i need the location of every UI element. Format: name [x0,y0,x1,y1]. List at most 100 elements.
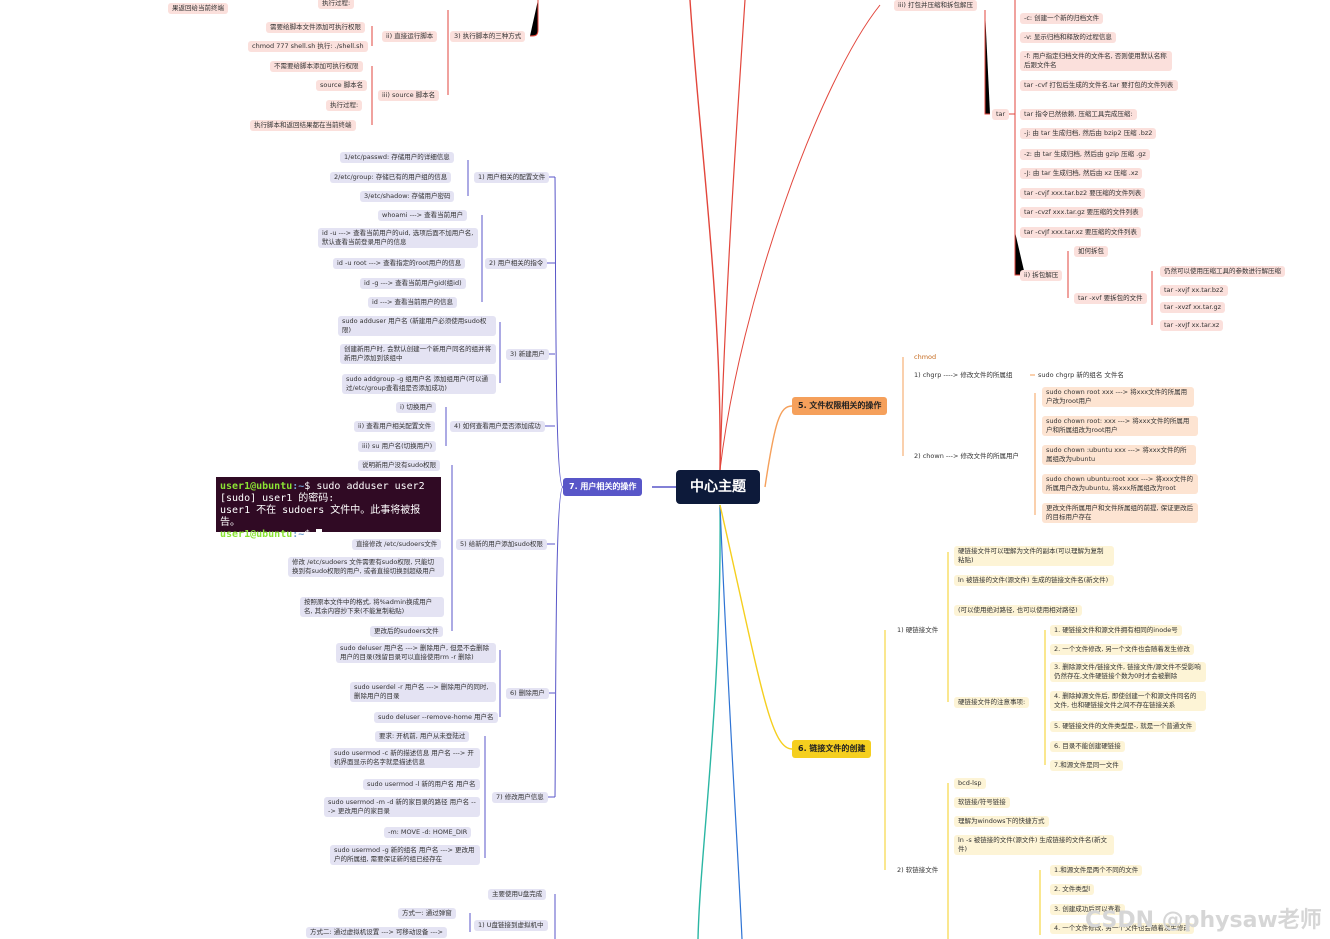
mindmap-node[interactable]: -c: 创建一个新的归档文件 [1020,13,1104,24]
mindmap-node[interactable]: 1) chgrp ----> 修改文件的所属组 [914,371,1013,379]
mindmap-node[interactable]: 方式一: 通过弹窗 [398,908,456,919]
mindmap-node[interactable]: 2) 用户相关的指令 [485,258,548,269]
mindmap-node[interactable]: 5) 给新的用户添加sudo权限 [456,539,547,550]
mindmap-node[interactable]: iii) su 用户名(切换用户) [358,441,437,452]
mindmap-node[interactable]: 直接修改 /etc/sudoers文件 [352,539,442,550]
mindmap-node[interactable]: id -u ---> 查看当前用户的uid, 选项后面不加用户名, 默认查看当前… [318,228,478,248]
mindmap-node[interactable]: 5. 硬链接文件的文件类型是-, 就是一个普通文件 [1050,721,1197,732]
mindmap-node[interactable]: tar -cvf 打包后生成的文件名.tar 要打包的文件列表 [1020,80,1178,91]
mindmap-node[interactable]: 修改 /etc/sudoers 文件需要有sudo权限, 只能切换到有sudo权… [288,557,444,577]
mindmap-node[interactable]: tar -xvzf xx.tar.gz [1160,302,1226,313]
mindmap-node[interactable]: 要求: 开机前, 用户从未登陆过 [375,731,470,742]
mindmap-node[interactable]: id -u root ---> 查看指定的root用户的信息 [333,258,466,269]
mindmap-node[interactable]: 说明新用户没有sudo权限 [358,460,441,471]
mindmap-node[interactable]: 软链接/符号链接 [954,797,1010,808]
mindmap-node[interactable]: 创建新用户时, 会默认创建一个新用户同名的组并将新用户添加到该组中 [340,344,496,364]
branch-link-files[interactable]: 6. 链接文件的创建 [792,740,872,758]
mindmap-node[interactable]: sudo adduser 用户名 (新建用户必须使用sudo权限) [338,316,496,336]
mindmap-node[interactable]: 3. 删除源文件/链接文件, 链接文件/源文件不受影响仍然存在,文件硬链接个数为… [1050,662,1206,682]
mindmap-node[interactable]: sudo addgroup -g 组用户名 添加组用户(可以通过/etc/gro… [342,374,496,394]
branch-user-operations[interactable]: 7. 用户相关的操作 [563,478,643,496]
mindmap-node[interactable]: 4. 一个文件修改, 另一个文件也会随着发生修改 [1050,923,1194,934]
mindmap-node[interactable]: -J: 由 tar 生成归档, 然后由 xz 压缩 .xz [1020,168,1143,179]
mindmap-node[interactable]: 6) 删除用户 [506,688,549,699]
mindmap-node[interactable]: sudo deluser 用户名 ---> 删除用户, 但是不会删除用户的目录(… [336,643,496,663]
mindmap-node[interactable]: sudo usermod -l 新的用户名 用户名 [363,779,480,790]
mindmap-node[interactable]: tar 指令已然依赖, 压缩工具完成压缩: [1020,109,1137,120]
mindmap-node[interactable]: i) 切换用户 [396,402,437,413]
mindmap-node[interactable]: 果返回给当前终端 [168,3,228,14]
mindmap-node[interactable]: sudo usermod -c 新的描述信息 用户名 ---> 开机界面显示的名… [330,748,480,768]
mindmap-node[interactable]: tar -cvJf xxx.tar.xz 要压缩的文件列表 [1020,227,1141,238]
mindmap-node[interactable]: (可以使用绝对路径, 也可以使用相对路径) [954,605,1082,616]
mindmap-node[interactable]: 3. 创建成功后可以查看 [1050,904,1125,915]
mindmap-node[interactable]: sudo usermod -m -d 新的家目录的路径 用户名 ---> 更改用… [324,797,480,817]
mindmap-node[interactable]: tar -xvf 要拆包的文件 [1074,293,1147,304]
mindmap-node[interactable]: 1) U盘链接到虚拟机中 [474,920,548,931]
mindmap-node[interactable]: sudo chown root xxx ---> 将xxx文件的所属用户改为ro… [1042,387,1194,407]
central-topic[interactable]: 中心主题 [676,470,760,504]
mindmap-node[interactable]: tar [992,109,1010,120]
mindmap-node[interactable]: ln -s 被链接的文件(源文件) 生成链接的文件名(新文件) [954,835,1114,855]
mindmap-node[interactable]: 2. 一个文件修改, 另一个文件也会随着发生修改 [1050,644,1194,655]
mindmap-node[interactable]: tar -xvjf xx.tar.bz2 [1160,285,1228,296]
mindmap-node[interactable]: 执行过程: [318,0,355,9]
mindmap-node[interactable]: id ---> 查看当前用户的信息 [368,297,458,308]
mindmap-node[interactable]: 更改文件所属用户和文件所属组的前提, 保证更改后的目标用户存在 [1042,503,1198,523]
mindmap-node[interactable]: 2) chown ---> 修改文件的所属用户 [914,452,1019,460]
mindmap-node[interactable]: -v: 显示归档和释放的过程信息 [1020,32,1116,43]
mindmap-node[interactable]: 执行过程: [326,100,363,111]
mindmap-node[interactable]: sudo usermod -g 新的组名 用户名 ---> 更改用户的所属组, … [330,845,480,865]
mindmap-node[interactable]: source 脚本名 [316,80,368,91]
mindmap-node[interactable]: -m: MOVE -d: HOME_DIR [384,827,472,838]
mindmap-node[interactable]: ii) 直接运行脚本 [382,31,438,42]
mindmap-node[interactable]: sudo chown ubuntu:root xxx ---> 将xxx文件的所… [1042,474,1198,494]
mindmap-node[interactable]: 1. 硬链接文件和源文件拥有相同的inode号 [1050,625,1182,636]
mindmap-node[interactable]: 硬链接文件可以理解为文件的副本(可以理解为复制粘贴) [954,546,1114,566]
mindmap-node[interactable]: 2) 软链接文件 [897,866,939,874]
mindmap-node[interactable]: 按照原本文件中的格式, 将%admin换成用户名, 其余内容抄下来(不能复制粘贴… [300,597,444,617]
mindmap-node[interactable]: 主要使用U盘完成 [488,889,547,900]
mindmap-node[interactable]: sudo deluser --remove-home 用户名 [374,712,498,723]
mindmap-node[interactable]: 需要给脚本文件添加可执行权限 [266,22,365,33]
mindmap-node[interactable]: whoami ---> 查看当前用户 [378,210,468,221]
mindmap-node[interactable]: 1.和源文件是两个不同的文件 [1050,865,1143,876]
mindmap-node[interactable]: tar -cvzf xxx.tar.gz 要压缩的文件列表 [1020,207,1143,218]
mindmap-node[interactable]: 2/etc/group: 存储已有的用户组的信息 [330,172,452,183]
mindmap-node[interactable]: 6. 目录不能创建硬链接 [1050,741,1125,752]
mindmap-node[interactable]: chmod [914,353,937,361]
mindmap-node[interactable]: iii) 打包并压缩和拆包解压 [894,0,978,11]
mindmap-node[interactable]: iii) source 脚本名 [378,90,440,101]
mindmap-node[interactable]: -z: 由 tar 生成归档, 然后由 gzip 压缩 .gz [1020,149,1150,160]
mindmap-node[interactable]: 4. 删除掉源文件后, 即使创建一个和源文件同名的文件, 也和硬链接文件之间不存… [1050,691,1206,711]
mindmap-node[interactable]: 硬链接文件的注意事项: [954,697,1030,708]
mindmap-node[interactable]: 3) 新建用户 [506,349,549,360]
mindmap-node[interactable]: 3/etc/shadow: 存储用户密码 [360,191,455,202]
mindmap-node[interactable]: -f: 用户指定归档文件的文件名, 否则使用默认名称 后跟文件名 [1020,51,1172,71]
mindmap-node[interactable]: tar -cvjf xxx.tar.bz2 要压缩的文件列表 [1020,188,1146,199]
mindmap-node[interactable]: 7) 修改用户信息 [492,792,548,803]
mindmap-node[interactable]: 仍然可以使用压缩工具的参数进行解压缩 [1160,266,1285,277]
mindmap-node[interactable]: ii) 查看用户相关配置文件 [354,421,436,432]
mindmap-node[interactable]: sudo chown root: xxx ---> 将xxx文件的所属用户和所属… [1042,416,1198,436]
mindmap-node[interactable]: sudo chgrp 新的组名 文件名 [1038,371,1124,379]
mindmap-node[interactable]: 更改后的sudoers文件 [370,626,443,637]
mindmap-node[interactable]: 4) 如何查看用户是否添加成功 [450,421,545,432]
mindmap-node[interactable]: ii) 拆包解压 [1020,270,1063,281]
mindmap-node[interactable]: bcd-lsp [954,778,986,789]
branch-file-permissions[interactable]: 5. 文件权限相关的操作 [792,397,888,415]
mindmap-node[interactable]: 方式二: 通过虚拟机设置 ---> 可移动设备 ---> [306,927,447,938]
mindmap-node[interactable]: -j: 由 tar 生成归档, 然后由 bzip2 压缩 .bz2 [1020,128,1157,139]
mindmap-node[interactable]: 不需要给脚本添加可执行权限 [270,61,363,72]
mindmap-node[interactable]: 如何拆包 [1074,246,1108,257]
mindmap-node[interactable]: 1) 用户相关的配置文件 [474,172,550,183]
mindmap-node[interactable]: chmod 777 shell.sh 执行: ./shell.sh [248,41,368,52]
mindmap-node[interactable]: 7.和源文件是同一文件 [1050,760,1123,771]
mindmap-node[interactable]: ln 被链接的文件(源文件) 生成的链接文件名(新文件) [954,575,1114,586]
mindmap-node[interactable]: 执行脚本和返回结果都在当前终端 [250,120,356,131]
mindmap-node[interactable]: id -g ---> 查看当前用户gid(组id) [360,278,466,289]
mindmap-node[interactable]: 理解为windows下的快捷方式 [954,816,1049,827]
mindmap-node[interactable]: 1/etc/passwd: 存储用户的详细信息 [340,152,454,163]
mindmap-node[interactable]: sudo chown :ubuntu xxx ---> 将xxx文件的所属组改为… [1042,445,1196,465]
mindmap-node[interactable]: 3) 执行脚本的三种方式 [450,31,526,42]
